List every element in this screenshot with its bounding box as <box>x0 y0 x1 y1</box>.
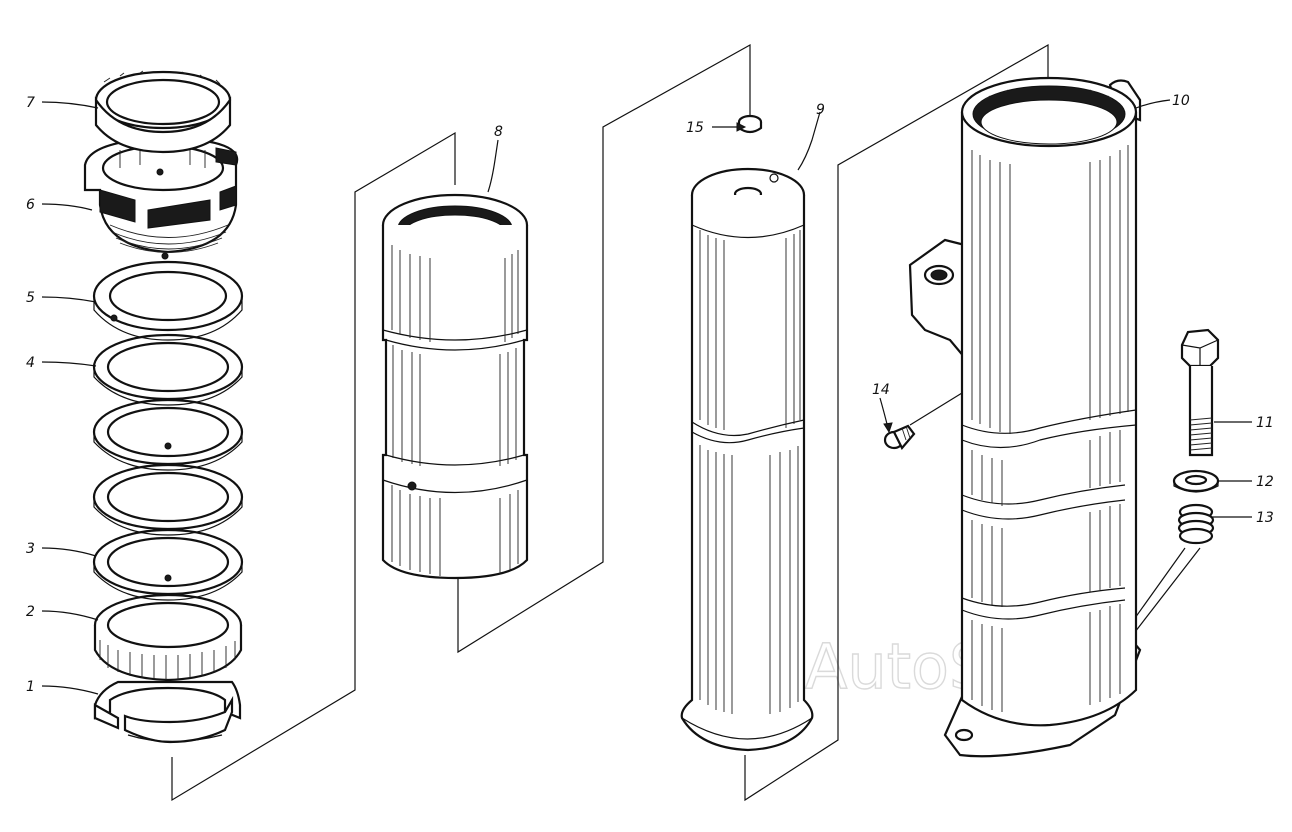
label-11: 11 <box>1256 415 1274 431</box>
leader-7 <box>41 101 99 109</box>
part-15-cap <box>737 114 763 134</box>
part-5-ring <box>92 260 244 341</box>
part-3-ring-upper <box>92 398 244 471</box>
axis-line-piston-to-cylinder <box>744 43 1049 802</box>
callout-labels: 1 2 3 4 5 6 7 8 9 10 11 12 13 14 15 <box>26 93 1274 695</box>
part-8-sleeve <box>381 193 529 580</box>
label-12: 12 <box>1256 474 1274 490</box>
leader-4 <box>41 361 97 367</box>
label-8: 8 <box>494 124 503 140</box>
callout-leaders <box>41 99 1253 695</box>
label-10: 10 <box>1172 93 1190 109</box>
part-14-plug <box>883 424 916 450</box>
part-11-bolt <box>1180 328 1220 457</box>
leader-6 <box>41 203 93 211</box>
part-1-split-ring <box>93 680 242 744</box>
label-15: 15 <box>686 120 704 136</box>
part-3-ring-lower <box>92 528 244 601</box>
label-6: 6 <box>26 197 35 213</box>
label-7: 7 <box>26 95 35 111</box>
axis-line-spring-b <box>1134 547 1201 633</box>
leader-10 <box>1135 99 1171 109</box>
axis-line-rings-to-sleeve <box>171 131 456 802</box>
ring-stack <box>83 70 244 744</box>
part-3-ring-middle <box>92 463 244 536</box>
label-14: 14 <box>872 382 890 398</box>
leader-9 <box>797 111 821 171</box>
part-12-washer <box>1172 469 1220 493</box>
label-5: 5 <box>26 290 35 306</box>
part-6-slotted-nut <box>83 136 239 260</box>
label-4: 4 <box>26 355 35 371</box>
label-3: 3 <box>26 541 35 557</box>
leader-3 <box>41 547 97 557</box>
label-13: 13 <box>1256 510 1274 526</box>
label-1: 1 <box>26 679 35 695</box>
label-2: 2 <box>26 604 35 620</box>
part-13-spring <box>1177 503 1215 545</box>
leader-1 <box>41 685 99 695</box>
leader-8 <box>487 139 499 193</box>
label-9: 9 <box>816 102 825 118</box>
leader-5 <box>41 296 97 303</box>
leader-2 <box>41 610 99 621</box>
assembly-axis-lines <box>171 43 1201 802</box>
part-4-ring <box>92 333 244 406</box>
part-9-piston <box>680 167 814 752</box>
part-10-cylinder-body <box>908 76 1142 758</box>
part-7-top-ring <box>94 70 232 154</box>
axis-line-sleeve-to-piston <box>457 43 751 654</box>
part-2-ring <box>93 593 243 682</box>
